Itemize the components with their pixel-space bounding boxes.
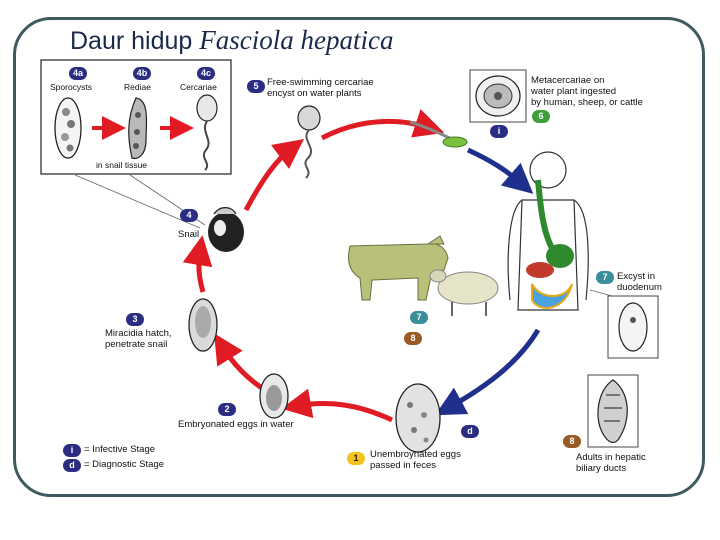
embryonated-egg-icon	[259, 373, 289, 419]
label-unembryonated-line1: Unembroynated eggs	[370, 449, 461, 460]
label-metacercariae-line3: by human, sheep, or cattle	[531, 97, 643, 108]
label-unembryonated-line2: passed in feces	[370, 460, 437, 471]
badge-4b: 4b	[133, 67, 151, 80]
badge-4: 4	[180, 209, 198, 222]
label-free-swimming-line2: encyst on water plants	[267, 88, 362, 99]
miracidium-icon	[188, 298, 218, 352]
human-body-icon	[507, 151, 589, 311]
unembryonated-egg-icon	[395, 383, 441, 453]
arrow-miracidia-to-snail	[182, 235, 213, 293]
redia-icon	[128, 97, 148, 160]
water-plant-icon	[409, 120, 468, 148]
sporocyst-icon	[54, 97, 82, 159]
badge-4c: 4c	[197, 67, 215, 80]
label-metacercariae-line1: Metacercariae on	[531, 75, 605, 86]
legend-diagnostic-marker: d	[63, 459, 81, 472]
marker-infective-6: i	[490, 125, 508, 138]
title-species: Fasciola hepatica	[199, 25, 394, 55]
arrow-eggs-to-miracidia	[214, 333, 264, 391]
label-miracidia-line2: penetrate snail	[105, 339, 168, 350]
badge-8-animals: 8	[404, 332, 422, 345]
label-sporocysts: Sporocysts	[50, 82, 93, 92]
badge-7: 7	[596, 271, 614, 284]
label-metacercariae-line2: water plant ingested	[531, 86, 617, 97]
label-snail-tissue: in snail tissue	[96, 160, 148, 170]
legend-infective-marker: i	[63, 444, 81, 457]
badge-1: 1	[347, 452, 365, 465]
badge-2: 2	[218, 403, 236, 416]
page-title: Daur hidup Fasciola hepatica	[70, 25, 393, 56]
label-adults-line1: Adults in hepatic	[576, 452, 646, 463]
slide-frame	[13, 17, 705, 497]
badge-5: 5	[247, 80, 265, 93]
label-snail: Snail	[178, 229, 200, 240]
label-free-swimming-line1: Free-swimming cercariae	[267, 77, 374, 88]
metacercaria-icon	[469, 69, 527, 123]
title-main: Daur hidup	[70, 27, 193, 55]
label-miracidia-line1: Miracidia hatch,	[105, 328, 172, 339]
sheep-icon	[429, 269, 499, 316]
label-excyst-line2: duodenum	[617, 282, 662, 293]
cattle-icon	[347, 235, 449, 301]
badge-6: 6	[532, 110, 550, 123]
label-rediae: Rediae	[124, 82, 151, 92]
badge-7-animals: 7	[410, 311, 428, 324]
badge-3: 3	[126, 313, 144, 326]
marker-diagnostic-1: d	[461, 425, 479, 438]
badge-4a: 4a	[69, 67, 87, 80]
arrow-unembryonated-to-embryonated	[281, 388, 394, 423]
excyst-icon	[589, 289, 659, 359]
label-embryonated-eggs: Embryonated eggs in water	[178, 419, 294, 430]
arrow-host-to-eggs	[434, 328, 541, 416]
callout-line-1	[74, 174, 201, 229]
badge-8: 8	[563, 435, 581, 448]
legend-diagnostic-text: = Diagnostic Stage	[84, 459, 165, 470]
arrow-ingestion	[466, 147, 534, 194]
free-cercaria-icon	[297, 105, 321, 179]
adult-fluke-icon	[587, 374, 639, 448]
arrow-snail-to-cercariae	[243, 138, 304, 212]
cercaria-icon	[196, 94, 218, 171]
label-excyst-line1: Excyst in	[617, 271, 656, 282]
snail-icon	[208, 207, 244, 252]
label-cercariae: Cercariae	[180, 82, 217, 92]
label-adults-line2: biliary ducts	[576, 463, 627, 474]
legend-infective-text: = Infective Stage	[84, 444, 156, 455]
